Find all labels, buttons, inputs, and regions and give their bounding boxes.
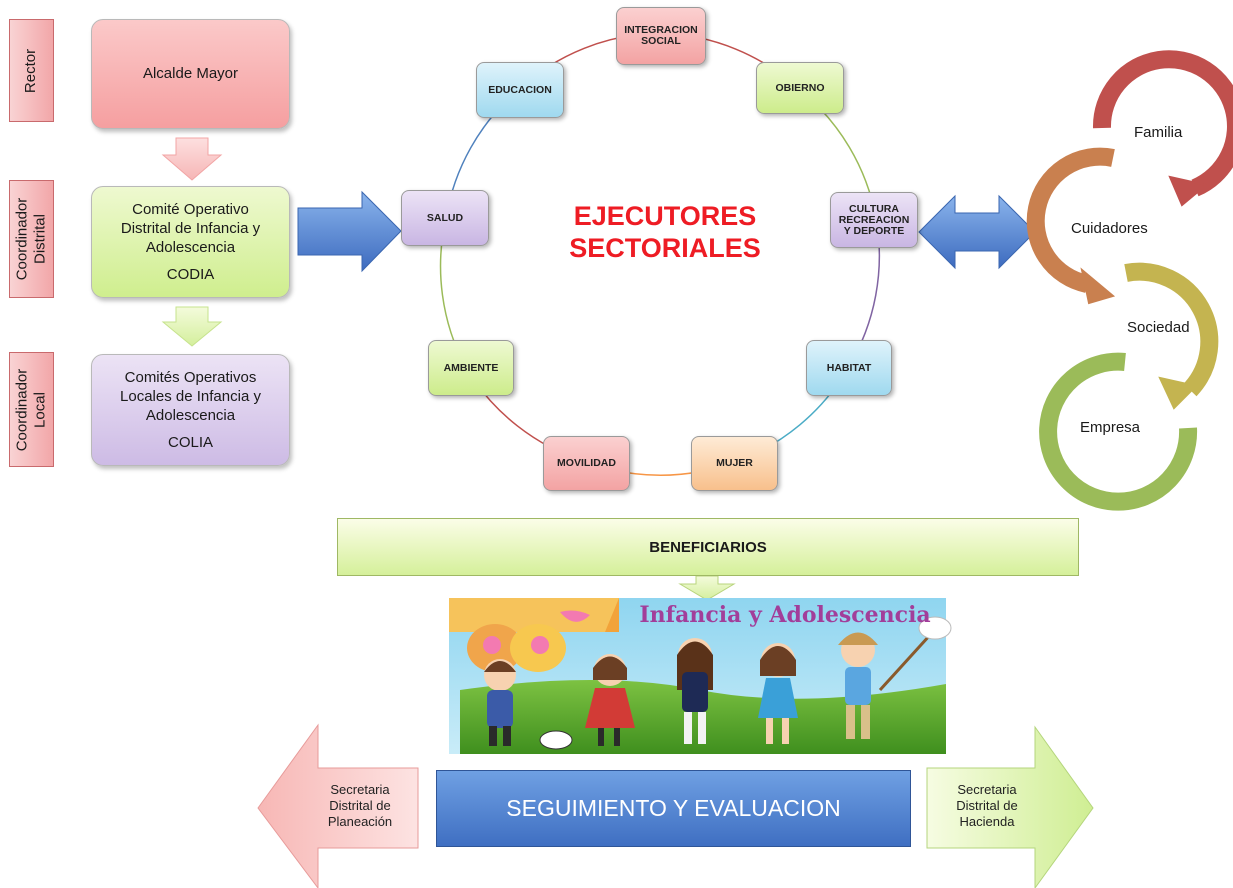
stakeholder-cycle	[1026, 50, 1233, 511]
cycle-familia: Familia	[1134, 124, 1183, 141]
secretaria-planeacion: Secretaria Distrital de Planeación	[327, 782, 393, 829]
role-coordinador-local: Coordinador Local	[9, 352, 54, 467]
colia-name: Comités Operativos Locales de Infancia y…	[120, 369, 261, 424]
seguimiento-label: SEGUIMIENTO Y EVALUACION	[506, 795, 841, 821]
double-arrow	[918, 194, 1036, 270]
sector-mujer: MUJER	[691, 436, 778, 491]
sector-movilidad: MOVILIDAD	[543, 436, 630, 491]
down-arrow-green	[161, 306, 223, 347]
children-illustration	[449, 598, 952, 754]
role-coordinador-distrital-label: Coordinador Distrital	[13, 197, 49, 281]
cycle-cuidadores: Cuidadores	[1071, 220, 1148, 237]
sector-educacion: EDUCACION	[476, 62, 564, 118]
sector-cultura: CULTURA RECREACION Y DEPORTE	[830, 192, 918, 248]
colia-abbr: COLIA	[167, 434, 213, 451]
down-arrow-pink	[161, 137, 223, 181]
codia-box: Comité Operativo Distrital de Infancia y…	[91, 186, 290, 298]
colia-box: Comités Operativos Locales de Infancia y…	[91, 354, 290, 466]
sector-integracion-social: INTEGRACION SOCIAL	[616, 7, 706, 65]
ejecutores-title: EJECUTORES SECTORIALES	[569, 201, 761, 263]
seguimiento-bar: SEGUIMIENTO Y EVALUACION	[436, 770, 911, 847]
alcalde-mayor-label: Alcalde Mayor	[142, 65, 239, 82]
sector-gobierno: OBIERNO	[756, 62, 844, 114]
role-rector-label: Rector	[22, 48, 40, 93]
role-rector: Rector	[9, 19, 54, 122]
beneficiarios-bar: BENEFICIARIOS	[337, 518, 1079, 576]
down-arrow-beneficiarios	[678, 575, 736, 601]
cycle-sociedad: Sociedad	[1127, 319, 1190, 336]
alcalde-mayor-box: Alcalde Mayor	[91, 19, 290, 129]
cycle-empresa: Empresa	[1080, 419, 1141, 436]
beneficiarios-label: BENEFICIARIOS	[649, 538, 767, 556]
codia-name: Comité Operativo Distrital de Infancia y…	[120, 201, 261, 256]
codia-abbr: CODIA	[166, 266, 215, 283]
secretaria-hacienda: Secretaria Distrital de Hacienda	[956, 782, 1018, 829]
arrow-planeacion	[257, 723, 419, 888]
role-coordinador-local-label: Coordinador Local	[13, 368, 49, 451]
arrow-hacienda	[926, 725, 1094, 888]
banner-title: Infancia y Adolescencia	[639, 602, 931, 628]
sector-habitat: HABITAT	[806, 340, 892, 396]
arrow-to-salud	[297, 190, 402, 273]
role-coordinador-distrital: Coordinador Distrital	[9, 180, 54, 298]
sector-salud: SALUD	[401, 190, 489, 246]
sector-ambiente: AMBIENTE	[428, 340, 514, 396]
